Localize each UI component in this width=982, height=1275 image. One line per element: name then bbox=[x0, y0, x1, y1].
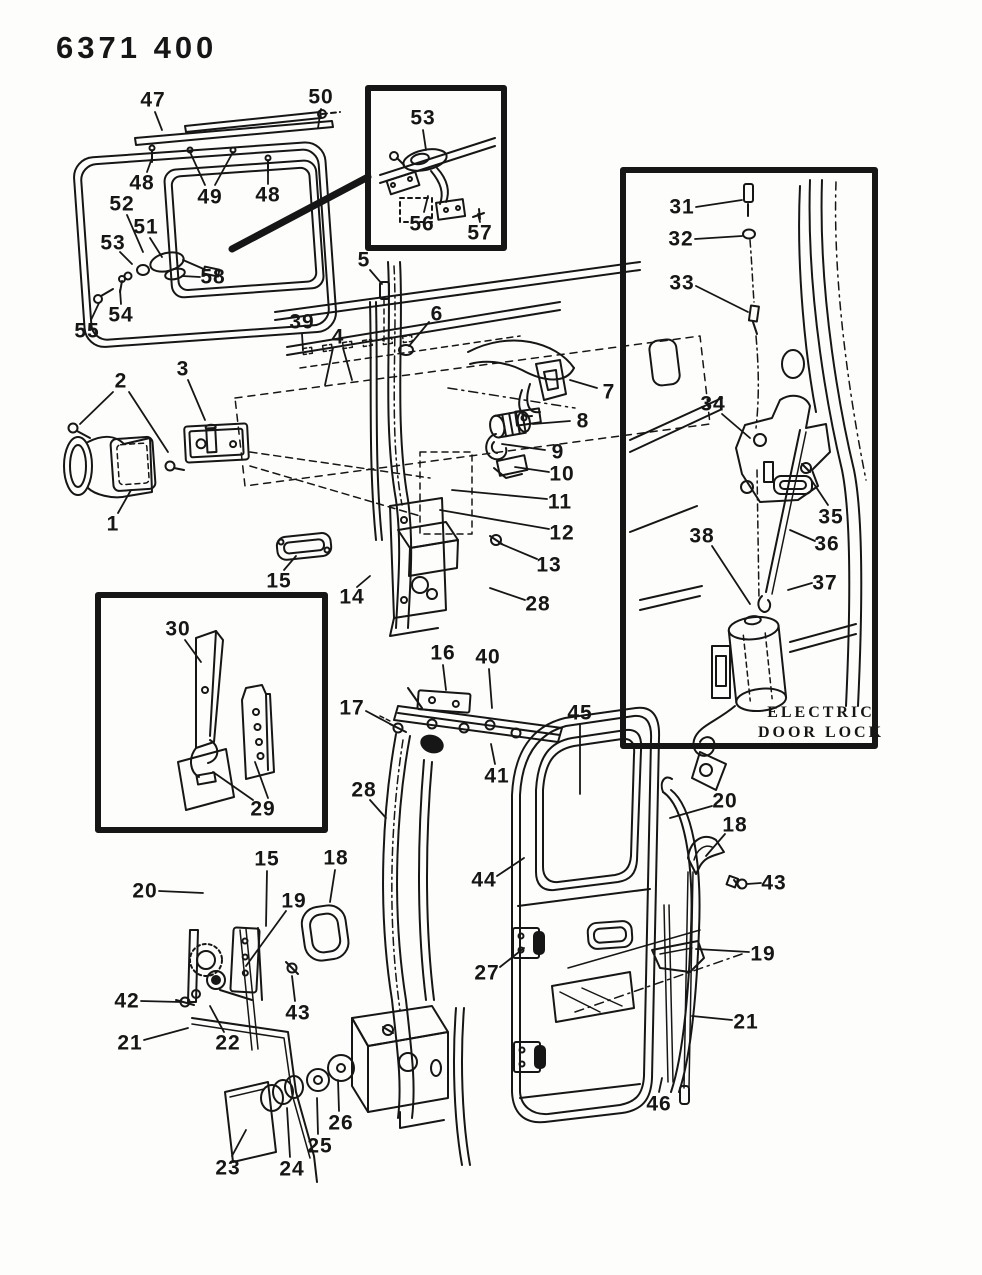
callout-15: 15 bbox=[254, 847, 280, 871]
callout-43: 43 bbox=[285, 1001, 311, 1025]
callout-14: 14 bbox=[339, 585, 365, 609]
callout-3: 3 bbox=[176, 357, 190, 381]
callout-53: 53 bbox=[100, 231, 126, 255]
callout-10: 10 bbox=[549, 462, 575, 486]
liftgate-assembly bbox=[73, 109, 341, 348]
callout-16: 16 bbox=[430, 641, 456, 665]
callout-39: 39 bbox=[289, 310, 315, 334]
callout-58: 58 bbox=[200, 265, 226, 289]
callout-29: 29 bbox=[250, 797, 276, 821]
callout-15: 15 bbox=[266, 569, 292, 593]
callout-22: 22 bbox=[215, 1031, 241, 1055]
callout-12: 12 bbox=[549, 521, 575, 545]
callout-46: 46 bbox=[646, 1092, 672, 1116]
callout-55: 55 bbox=[74, 319, 100, 343]
callout-34: 34 bbox=[700, 392, 726, 416]
callout-24: 24 bbox=[279, 1157, 305, 1181]
callout-2: 2 bbox=[114, 369, 128, 393]
electric-door-lock-caption-line2: DOOR LOCK bbox=[757, 724, 885, 741]
callout-38: 38 bbox=[689, 524, 715, 548]
callout-48: 48 bbox=[255, 183, 281, 207]
electric-door-lock-assembly bbox=[629, 179, 867, 791]
callout-19: 19 bbox=[750, 942, 776, 966]
callout-7: 7 bbox=[602, 380, 616, 404]
callout-42: 42 bbox=[114, 989, 140, 1013]
cargo-door-assembly bbox=[511, 706, 748, 1124]
callout-37: 37 bbox=[812, 571, 838, 595]
callout-36: 36 bbox=[814, 532, 840, 556]
callout-5: 5 bbox=[357, 248, 371, 272]
callout-45: 45 bbox=[567, 701, 593, 725]
callout-21: 21 bbox=[733, 1010, 759, 1034]
callout-33: 33 bbox=[669, 271, 695, 295]
callout-35: 35 bbox=[818, 505, 844, 529]
callout-50: 50 bbox=[308, 85, 334, 109]
callout-47: 47 bbox=[140, 88, 166, 112]
callout-30: 30 bbox=[165, 617, 191, 641]
callout-11: 11 bbox=[547, 490, 573, 514]
callout-19: 19 bbox=[281, 889, 307, 913]
callout-6: 6 bbox=[430, 302, 444, 326]
callout-41: 41 bbox=[484, 764, 510, 788]
callout-1: 1 bbox=[106, 512, 120, 536]
inset-lock-levers bbox=[177, 630, 275, 811]
callout-48: 48 bbox=[129, 171, 155, 195]
callout-13: 13 bbox=[536, 553, 562, 577]
callout-52: 52 bbox=[109, 192, 135, 216]
callout-27: 27 bbox=[474, 961, 500, 985]
electric-door-lock-caption-line1: ELECTRIC bbox=[767, 704, 875, 721]
callout-17: 17 bbox=[339, 696, 365, 720]
callout-53: 53 bbox=[410, 106, 436, 130]
callout-8: 8 bbox=[576, 409, 590, 433]
callout-18: 18 bbox=[323, 846, 349, 870]
callout-57: 57 bbox=[467, 221, 493, 245]
callout-31: 31 bbox=[669, 195, 695, 219]
callout-9: 9 bbox=[551, 440, 565, 464]
inset-box-frames bbox=[95, 85, 878, 833]
side-door-pillar-lower bbox=[175, 687, 563, 1183]
callout-43: 43 bbox=[761, 871, 787, 895]
callout-20: 20 bbox=[132, 879, 158, 903]
front-door-pillar-upper bbox=[63, 261, 711, 637]
callout-28: 28 bbox=[351, 778, 377, 802]
callout-49: 49 bbox=[197, 185, 223, 209]
callout-51: 51 bbox=[133, 215, 159, 239]
callout-54: 54 bbox=[108, 303, 134, 327]
callout-44: 44 bbox=[471, 868, 497, 892]
callout-25: 25 bbox=[307, 1134, 333, 1158]
callout-4: 4 bbox=[331, 325, 345, 349]
callout-40: 40 bbox=[475, 645, 501, 669]
page-code: 6371 400 bbox=[56, 30, 218, 65]
callout-20: 20 bbox=[712, 789, 738, 813]
callout-23: 23 bbox=[215, 1156, 241, 1180]
callout-26: 26 bbox=[328, 1111, 354, 1135]
callout-28: 28 bbox=[525, 592, 551, 616]
callout-21: 21 bbox=[117, 1031, 143, 1055]
callout-32: 32 bbox=[668, 227, 694, 251]
callout-18: 18 bbox=[722, 813, 748, 837]
inset-wiper-pivot bbox=[379, 137, 496, 223]
callout-56: 56 bbox=[409, 212, 435, 236]
